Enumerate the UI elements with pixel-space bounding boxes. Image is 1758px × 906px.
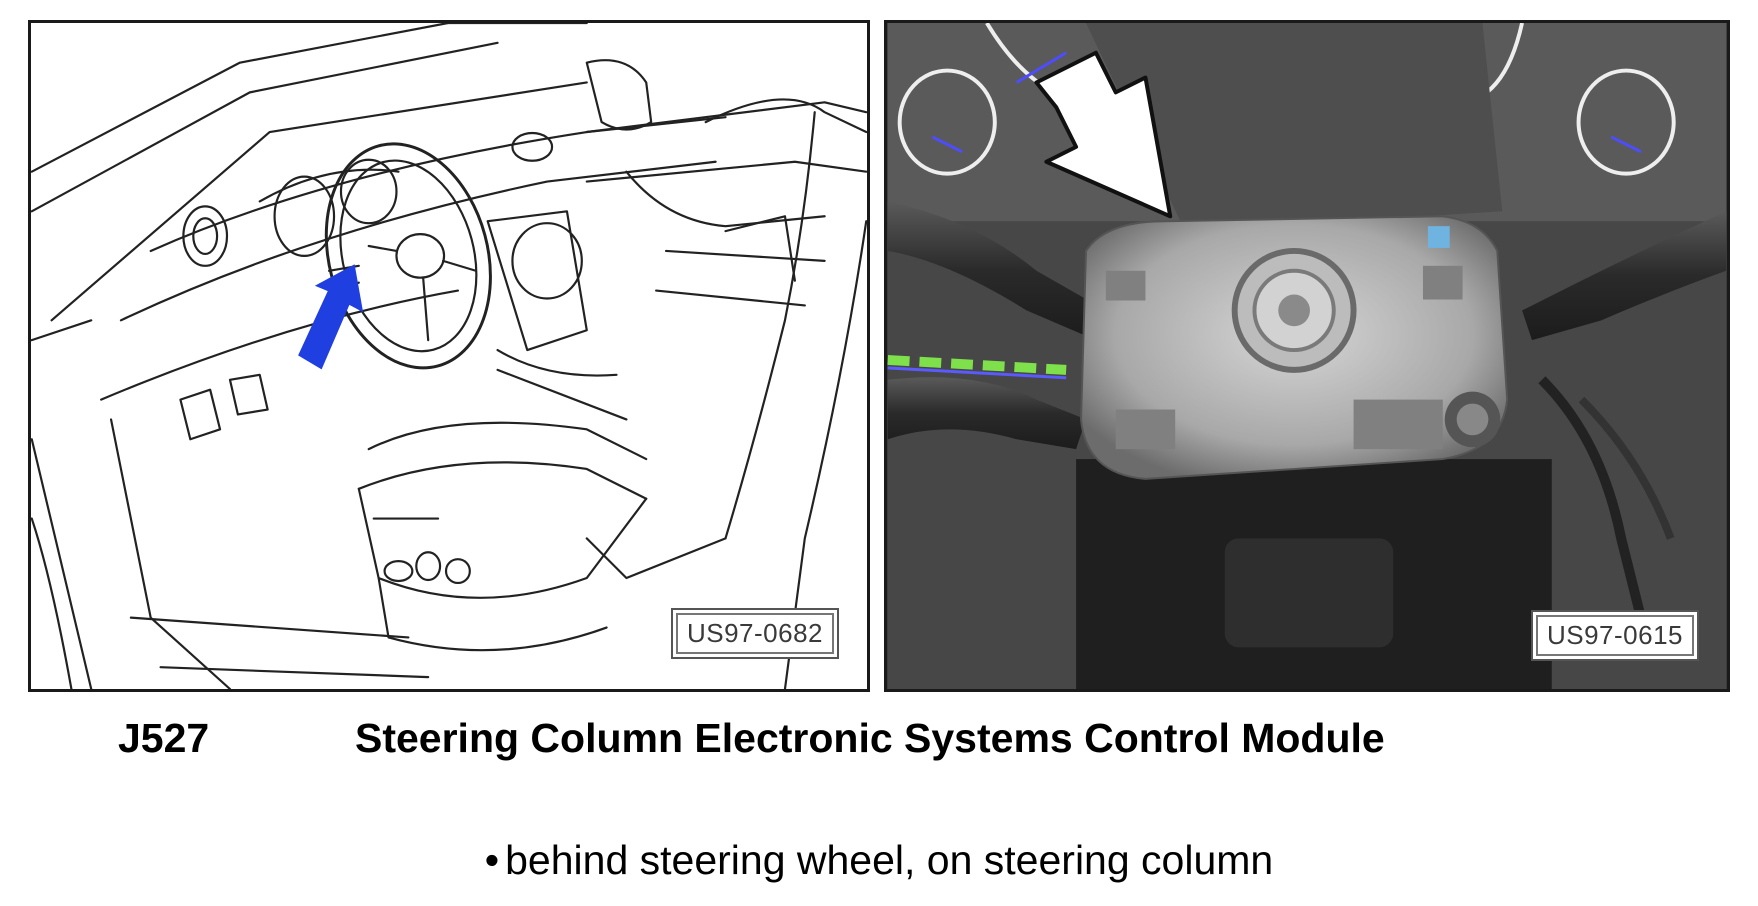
interior-drawing-svg [31,23,867,689]
component-name: Steering Column Electronic Systems Contr… [355,715,1385,761]
component-id: J527 [118,715,210,761]
blue-arrow-icon [298,264,364,370]
figure-code-left: US97-0682 [670,608,839,659]
white-arrow-icon [1034,50,1173,219]
steering-column-photo: US97-0615 [884,20,1730,692]
bullet-icon: • [484,837,500,883]
component-caption: J527 Steering Column Electronic Systems … [0,715,1758,765]
location-note: •behind steering wheel, on steering colu… [0,837,1758,884]
location-text: behind steering wheel, on steering colum… [505,837,1274,883]
figure-code-right: US97-0615 [1530,610,1699,661]
interior-line-drawing: US97-0682 [28,20,870,692]
steering-column-photo-svg [887,23,1727,689]
